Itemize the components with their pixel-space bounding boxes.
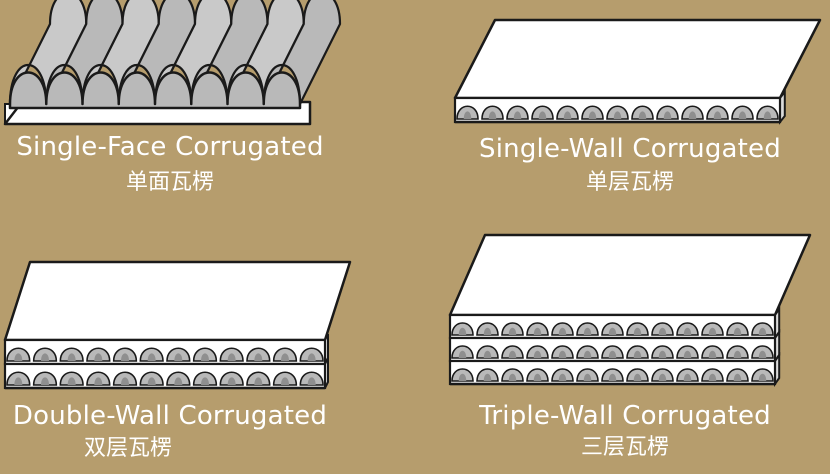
single-face-flutes — [8, 0, 342, 106]
single-wall-label-en: Single-Wall Corrugated — [479, 134, 781, 164]
panel-single-face: Single-Face Corrugated 单面瓦楞 — [0, 0, 342, 205]
single-wall-board-illustration — [453, 18, 822, 125]
single-face-label-en: Single-Face Corrugated — [16, 132, 324, 162]
panel-double-wall: Double-Wall Corrugated 双层瓦楞 — [0, 250, 360, 470]
single-face-label-zh: 单面瓦楞 — [125, 170, 214, 195]
triple-wall-label-en: Triple-Wall Corrugated — [479, 401, 771, 431]
double-wall-label-zh: 双层瓦楞 — [83, 436, 172, 461]
double-wall-label-en: Double-Wall Corrugated — [12, 401, 328, 431]
panel-single-wall: Single-Wall Corrugated 单层瓦楞 — [440, 0, 822, 205]
triple-wall-board-illustration — [448, 233, 812, 388]
single-face-board-illustration — [3, 0, 342, 126]
panel-triple-wall: Triple-Wall Corrugated 三层瓦楞 — [440, 225, 820, 470]
double-wall-board-illustration — [3, 260, 352, 390]
triple-wall-label-zh: 三层瓦楞 — [580, 435, 669, 460]
single-wall-label-zh: 单层瓦楞 — [585, 170, 674, 195]
